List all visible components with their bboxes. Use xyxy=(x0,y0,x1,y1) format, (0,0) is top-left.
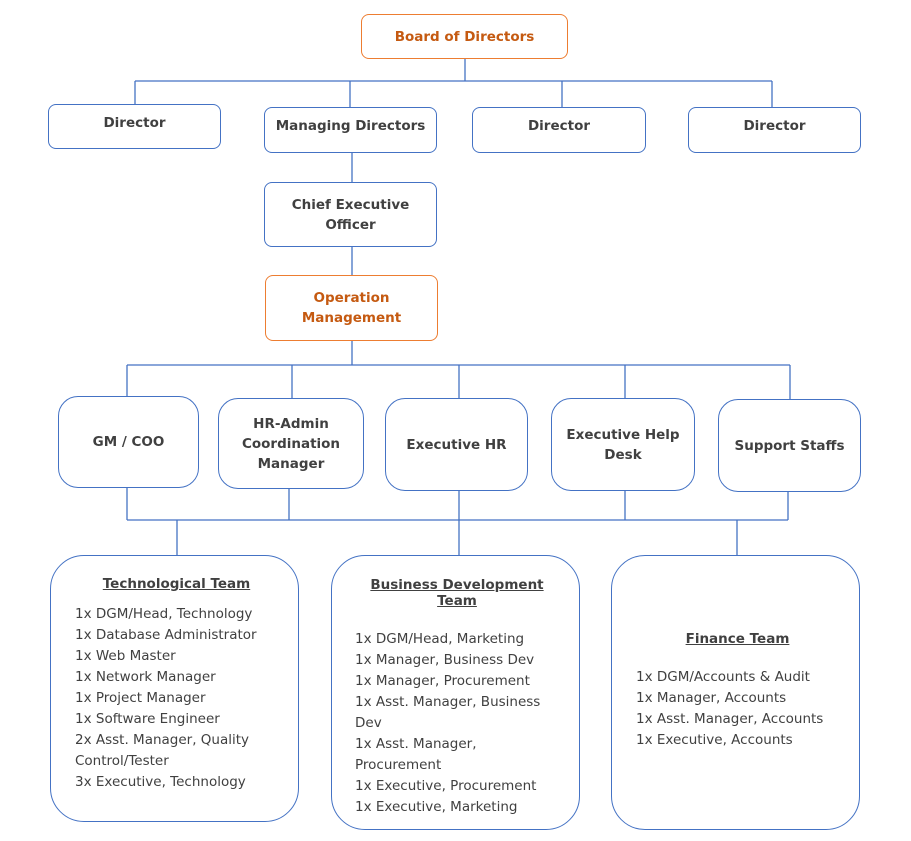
team-member: 1x Executive, Accounts xyxy=(636,732,793,748)
director-label: Director xyxy=(743,118,806,134)
team-member: 1x Manager, Business Dev xyxy=(355,652,535,668)
team-member: 1x Web Master xyxy=(75,648,176,664)
team-member: 1x Asst. Manager, Accounts xyxy=(636,711,824,727)
team-member-list: 1x DGM/Head, Marketing 1x Manager, Busin… xyxy=(355,629,559,818)
managing-directors-box: Managing Directors xyxy=(264,107,437,153)
business-development-team-box: Business Development Team 1x DGM/Head, M… xyxy=(331,555,580,830)
executive-hr-label: Executive HR xyxy=(406,436,507,453)
director-box-1: Director xyxy=(48,104,221,149)
technological-team-box: Technological Team 1x DGM/Head, Technolo… xyxy=(50,555,299,822)
team-member: 1x Network Manager xyxy=(75,669,216,685)
team-member: 1x Asst. Manager, Business Dev xyxy=(355,694,541,731)
team-member: 1x Manager, Procurement xyxy=(355,673,530,689)
director-box-2: Director xyxy=(472,107,646,153)
board-of-directors-label: Board of Directors xyxy=(394,28,535,45)
operation-management-box: Operation Management xyxy=(265,275,438,341)
ceo-box: Chief Executive Officer xyxy=(264,182,437,247)
executive-help-desk-box: Executive Help Desk xyxy=(551,398,695,491)
director-label: Director xyxy=(527,118,591,134)
team-member: 1x DGM/Head, Marketing xyxy=(355,631,525,647)
team-member: 1x Executive, Marketing xyxy=(355,799,518,815)
ceo-label: Chief Executive Officer xyxy=(291,196,410,233)
team-member-list: 1x DGM/Head, Technology 1x Database Admi… xyxy=(75,604,278,793)
team-title: Technological Team xyxy=(102,576,251,592)
team-title: Business Development Team xyxy=(370,577,544,609)
team-member: 1x Manager, Accounts xyxy=(636,690,787,706)
team-member: 1x DGM/Head, Technology xyxy=(75,606,253,622)
director-label: Director xyxy=(103,115,166,131)
team-member: 1x Software Engineer xyxy=(75,711,220,727)
team-member: 1x Database Administrator xyxy=(75,627,257,643)
team-member: 1x Executive, Procurement xyxy=(355,778,537,794)
team-member: 1x Asst. Manager, Procurement xyxy=(355,736,477,773)
executive-hr-box: Executive HR xyxy=(385,398,528,491)
team-member: 3x Executive, Technology xyxy=(75,774,246,790)
support-staffs-box: Support Staffs xyxy=(718,399,861,492)
finance-team-box: Finance Team 1x DGM/Accounts & Audit 1x … xyxy=(611,555,860,830)
hr-admin-box: HR-Admin Coordination Manager xyxy=(218,398,364,489)
executive-help-desk-label: Executive Help Desk xyxy=(566,426,680,463)
director-box-3: Director xyxy=(688,107,861,153)
hr-admin-label: HR-Admin Coordination Manager xyxy=(241,415,341,472)
team-member: 1x Project Manager xyxy=(75,690,206,706)
gm-coo-label: GM / COO xyxy=(92,434,165,450)
operation-management-label: Operation Management xyxy=(301,290,402,326)
support-staffs-label: Support Staffs xyxy=(734,437,845,454)
gm-coo-box: GM / COO xyxy=(58,396,199,488)
team-member: 1x DGM/Accounts & Audit xyxy=(636,669,810,685)
team-member-list: 1x DGM/Accounts & Audit 1x Manager, Acco… xyxy=(636,667,839,751)
team-title: Finance Team xyxy=(685,631,790,647)
board-of-directors-box: Board of Directors xyxy=(361,14,568,59)
team-member: 2x Asst. Manager, Quality Control/Tester xyxy=(75,732,250,769)
managing-directors-label: Managing Directors xyxy=(275,118,426,134)
